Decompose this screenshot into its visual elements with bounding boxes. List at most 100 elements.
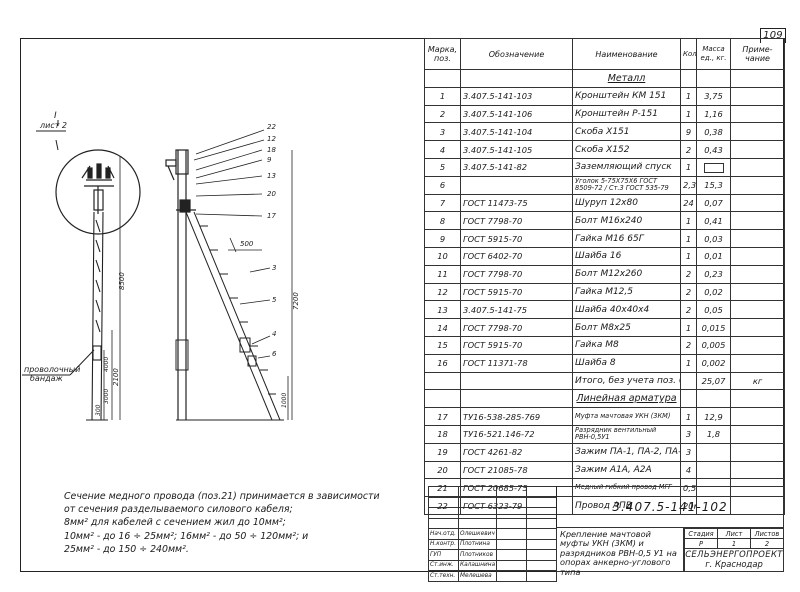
dim-8500: 8500	[118, 272, 126, 290]
empty-cell	[424, 389, 461, 409]
row-note	[730, 86, 785, 106]
left-pole	[86, 211, 108, 421]
insulator-detail	[81, 163, 115, 214]
page-number: 109	[760, 28, 786, 43]
total-label: Итого, без учета поз. 6	[572, 371, 681, 391]
row-pos: 14	[424, 318, 461, 337]
callout-4: 4	[272, 330, 276, 338]
empty-cell	[680, 389, 697, 409]
row-mass: 0,38	[696, 122, 731, 142]
signature-blank-row	[428, 496, 557, 508]
callout-22: 22	[267, 123, 276, 131]
empty-cell	[526, 507, 557, 519]
row-designation	[460, 175, 573, 195]
empty-cell	[680, 69, 697, 88]
row-mass	[696, 157, 731, 177]
row-pos: 19	[424, 442, 461, 462]
signature-blank-row	[428, 486, 557, 498]
empty-cell	[526, 496, 557, 508]
bandage-label-2: бандаж	[30, 374, 64, 383]
callout-6: 6	[272, 350, 277, 358]
dim-1000: 1000	[281, 393, 288, 408]
callout-17: 17	[267, 212, 276, 220]
row-qty: 2	[680, 335, 697, 355]
empty-cell	[428, 496, 459, 508]
stage-table: Стадия Лист Листов Р 1 2	[684, 528, 784, 549]
row-note	[730, 407, 785, 426]
empty-cell	[496, 486, 527, 498]
signature-row: Нач.отд.Олешкевич	[428, 528, 557, 540]
row-designation: ГОСТ 7798-70	[460, 211, 573, 231]
row-note	[730, 122, 785, 142]
row-designation: 3.407.5-141-106	[460, 104, 573, 124]
dim-300: 300	[95, 404, 102, 416]
row-pos: 6	[424, 175, 461, 195]
section-title: Линейная арматура	[572, 389, 681, 409]
row-pos: 12	[424, 282, 461, 302]
section-title: Металл	[572, 69, 681, 88]
row-mass: 0,23	[696, 264, 731, 284]
sheets-label: Листов	[750, 528, 784, 539]
row-mass: 0,01	[696, 246, 731, 266]
sign-role: Н.контр.	[428, 538, 459, 550]
row-note	[730, 246, 785, 266]
row-designation: ТУ16-538-285-769	[460, 407, 573, 426]
document-title: Крепление мачтовой муфты УКН (3КМ) и раз…	[556, 528, 684, 576]
row-note	[730, 282, 785, 302]
mass-empty-box	[703, 162, 724, 173]
empty-cell	[526, 517, 557, 529]
note-line: 8мм² для кабелей с сечением жил до 10мм²…	[64, 517, 286, 529]
row-name: Гайка М8	[572, 335, 681, 355]
row-designation: ГОСТ 5915-70	[460, 229, 573, 248]
row-note	[730, 104, 785, 124]
dim-7200: 7200	[292, 292, 300, 310]
callout-18: 18	[267, 146, 276, 154]
row-note	[730, 460, 785, 480]
row-pos: 20	[424, 460, 461, 480]
empty-cell	[458, 496, 497, 508]
row-name: Шайба 40х40х4	[572, 300, 681, 320]
header-designation: Обозначение	[460, 38, 573, 70]
row-mass: 0,41	[696, 211, 731, 231]
row-designation: ГОСТ 5915-70	[460, 335, 573, 355]
total-unit: кг	[730, 371, 785, 391]
signature-blank-row	[428, 507, 557, 519]
row-qty: 2	[680, 140, 697, 159]
row-qty: 24	[680, 193, 697, 213]
row-name: Кронштейн КМ 151	[572, 86, 681, 106]
empty-cell	[696, 69, 731, 88]
stage-value: Р	[684, 538, 718, 549]
sign-name: Мелешева	[458, 570, 497, 582]
empty-cell	[730, 389, 785, 409]
sign-role: ГУП	[428, 549, 459, 561]
row-designation: ГОСТ 5915-70	[460, 282, 573, 302]
row-designation: ГОСТ 4261-82	[460, 442, 573, 462]
row-mass: 3,75	[696, 86, 731, 106]
row-qty: 2	[680, 282, 697, 302]
row-pos: 8	[424, 211, 461, 231]
dim-4000: 4000	[103, 357, 110, 372]
row-pos: 1	[424, 86, 461, 106]
row-mass: 1,16	[696, 104, 731, 124]
sign-date	[526, 559, 557, 571]
total-mass: 25,07	[696, 371, 731, 391]
sign-date	[526, 528, 557, 540]
row-designation: 3.407.5-141-105	[460, 140, 573, 159]
row-designation: 3.407.5-141-104	[460, 122, 573, 142]
row-mass: 0,07	[696, 193, 731, 213]
row-designation: ГОСТ 11371-78	[460, 353, 573, 373]
row-pos: 3	[424, 122, 461, 142]
row-mass: 12,9	[696, 407, 731, 426]
empty-cell	[460, 371, 573, 391]
